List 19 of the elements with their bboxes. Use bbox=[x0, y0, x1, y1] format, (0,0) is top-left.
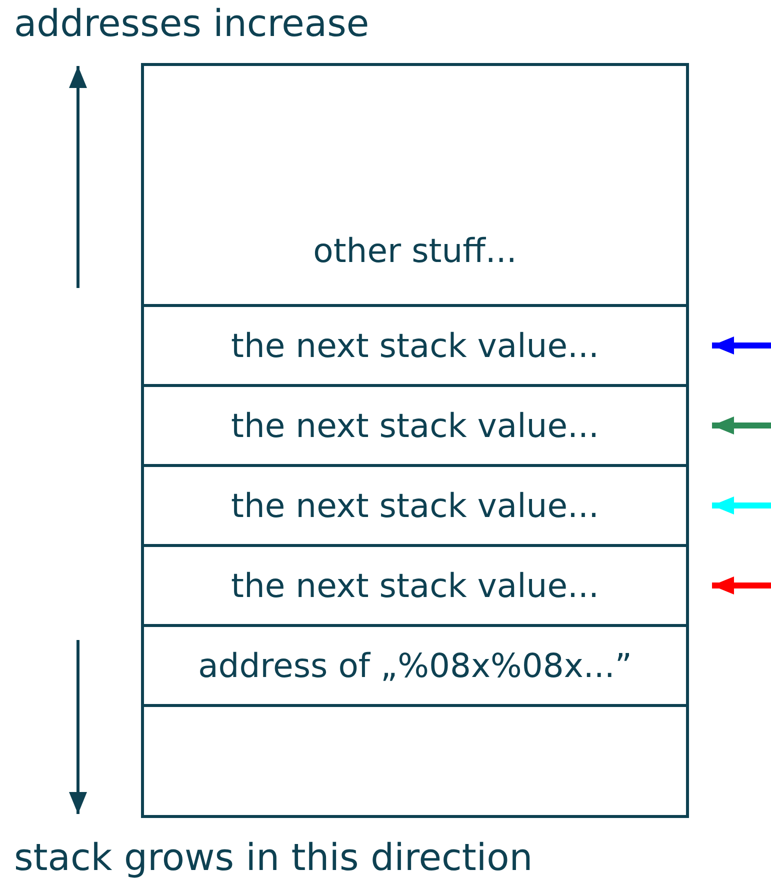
empty-stack-cell bbox=[141, 704, 689, 818]
cell-text: other stuff... bbox=[313, 231, 517, 270]
pointer-arrow bbox=[712, 496, 771, 514]
pointer-arrow bbox=[712, 416, 771, 434]
axis-caption: addresses increase bbox=[14, 2, 370, 45]
stack-cell bbox=[141, 624, 689, 707]
cell-text: the next stack value... bbox=[231, 326, 599, 365]
pointer-arrow bbox=[712, 576, 771, 594]
cell-text: the next stack value... bbox=[231, 406, 599, 445]
stack-cell bbox=[141, 464, 689, 547]
stack-cell bbox=[141, 384, 689, 467]
stack-cell bbox=[141, 63, 689, 307]
stack-cell bbox=[141, 304, 689, 387]
axis-caption: stack grows in this direction bbox=[14, 836, 533, 879]
cell-text: the next stack value... bbox=[231, 566, 599, 605]
stack-cell bbox=[141, 544, 689, 627]
cell-text: the next stack value... bbox=[231, 486, 599, 525]
pointer-arrow bbox=[712, 336, 771, 354]
cell-text: address of „%08x%08x...” bbox=[198, 646, 632, 685]
